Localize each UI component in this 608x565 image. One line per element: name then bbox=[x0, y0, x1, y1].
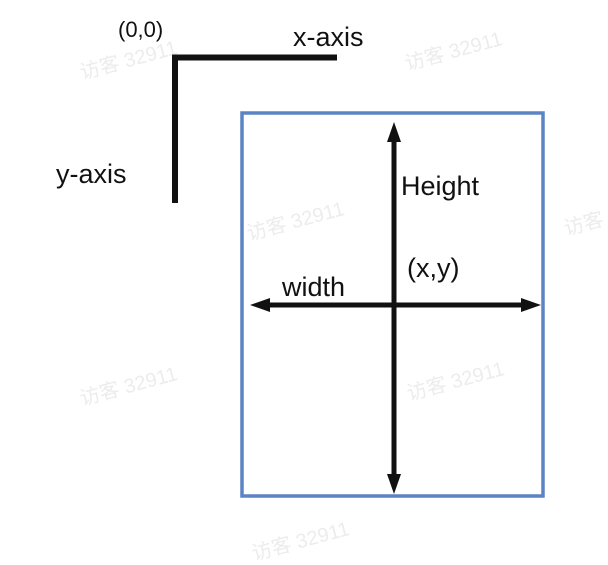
y-axis-label: y-axis bbox=[56, 159, 127, 189]
center-point-label: (x,y) bbox=[407, 253, 460, 283]
width-arrow-right-head bbox=[521, 298, 541, 312]
axes-corner bbox=[172, 54, 337, 203]
origin-label: (0,0) bbox=[118, 17, 164, 42]
height-arrow-top-head bbox=[387, 122, 401, 142]
height-label: Height bbox=[401, 171, 480, 201]
width-label: width bbox=[282, 272, 346, 302]
x-axis-label: x-axis bbox=[293, 22, 364, 52]
diagram-canvas bbox=[172, 54, 545, 498]
bounding-box bbox=[240, 111, 545, 498]
width-arrow-left-head bbox=[250, 298, 270, 312]
height-arrow-bottom-head bbox=[387, 474, 401, 494]
